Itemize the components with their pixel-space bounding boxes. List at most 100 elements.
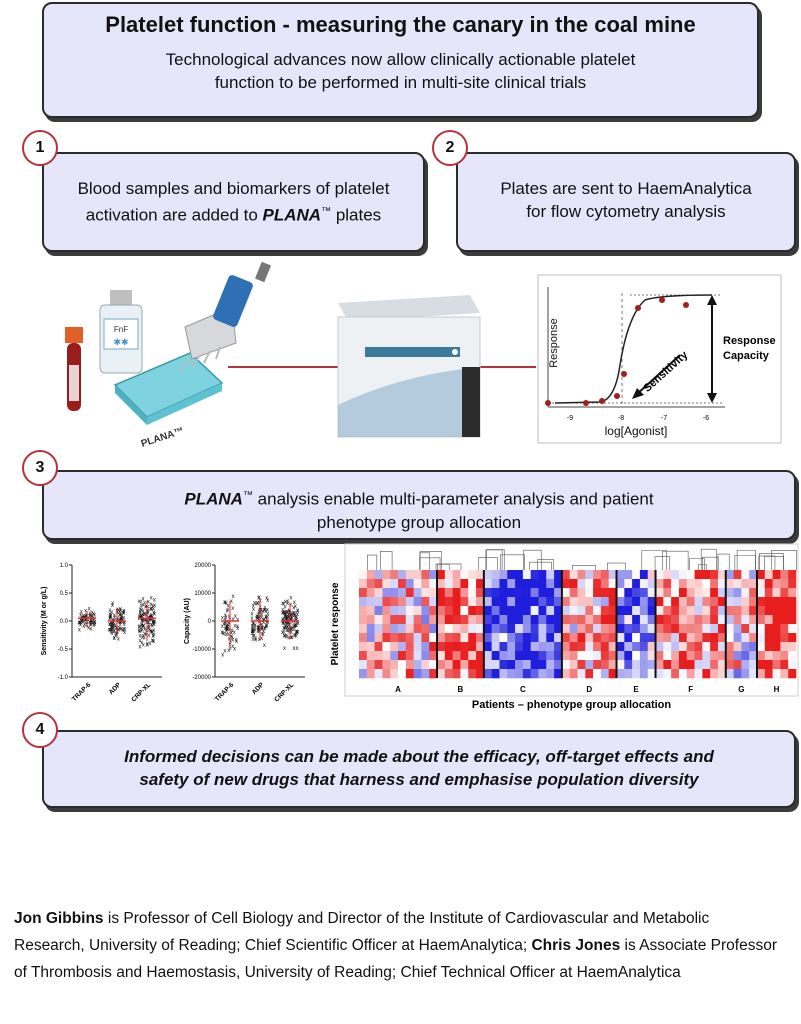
chart2-data-point: x bbox=[251, 625, 254, 631]
chart2-ylabel: Capacity (AU) bbox=[184, 598, 191, 644]
heatmap-cell bbox=[398, 624, 407, 634]
heatmap-cell bbox=[710, 642, 719, 652]
chart1-data-point: x bbox=[111, 624, 114, 630]
heatmap-cell bbox=[608, 633, 617, 643]
heatmap-cell bbox=[491, 597, 500, 607]
chart1-ytick-label: 1.0 bbox=[60, 563, 69, 569]
heatmap-cell bbox=[460, 570, 469, 580]
chart2-data-point: x bbox=[261, 609, 264, 615]
heatmap-cell bbox=[530, 597, 539, 607]
chart2-data-point: x bbox=[290, 616, 293, 622]
chart1-data-point: x bbox=[108, 616, 111, 622]
chart2-data-point: x bbox=[225, 632, 228, 638]
chart2-data-point: x bbox=[294, 623, 297, 629]
heatmap-group-label: E bbox=[633, 685, 639, 694]
heatmap-cell bbox=[538, 615, 547, 625]
heatmap-cell bbox=[476, 615, 485, 625]
heatmap-cell bbox=[780, 588, 789, 598]
chart1-data-point: x bbox=[111, 619, 114, 625]
heatmap-cell bbox=[600, 669, 610, 679]
chart2-data-point: x bbox=[283, 611, 286, 617]
heatmap-cell bbox=[538, 588, 547, 598]
heatmap-cell bbox=[413, 651, 422, 661]
heatmap-cell bbox=[421, 588, 430, 598]
heatmap-cell bbox=[772, 642, 781, 652]
chart2-data-point: x bbox=[255, 615, 258, 621]
chart1-data-point: x bbox=[117, 628, 120, 634]
heatmap-dendrogram-branch bbox=[478, 557, 498, 570]
chart2-data-point: x bbox=[286, 625, 289, 631]
chart1-data-point: x bbox=[138, 599, 141, 605]
heatmap-cell bbox=[616, 588, 625, 598]
author-2-bio: is Associate Professor of Thrombosis and… bbox=[14, 937, 777, 981]
heatmap-cell bbox=[686, 642, 695, 652]
chart2-data-point: x bbox=[257, 627, 260, 633]
chart2-data-point: x bbox=[281, 610, 284, 616]
chart2-data-point: x bbox=[286, 610, 289, 616]
chart2-data-point: x bbox=[251, 628, 254, 634]
heatmap-cell bbox=[405, 597, 414, 607]
heatmap-group-label: H bbox=[774, 685, 780, 694]
chart1-data-point: x bbox=[148, 641, 151, 647]
heatmap-cell bbox=[530, 660, 539, 670]
heatmap-cell bbox=[593, 633, 602, 643]
heatmap-cell bbox=[678, 606, 688, 616]
chart2-data-point: x bbox=[286, 628, 289, 634]
heatmap-cell bbox=[710, 651, 719, 661]
chart1-data-point: x bbox=[114, 633, 117, 639]
heatmap-cell bbox=[608, 669, 617, 679]
heatmap-cell bbox=[647, 588, 656, 598]
subtitle-line-1: Technological advances now allow clinica… bbox=[165, 50, 636, 69]
heatmap-cell bbox=[366, 588, 375, 598]
chart2-data-point: x bbox=[296, 619, 299, 625]
heatmap-cell bbox=[429, 633, 438, 643]
chart2-data-point: x bbox=[287, 622, 290, 628]
chart1-data-point: x bbox=[119, 616, 122, 622]
chart1-data-point: x bbox=[111, 603, 114, 609]
chart2-data-point: x bbox=[263, 617, 266, 623]
capacity-label-1: Response bbox=[723, 335, 776, 347]
heatmap-cell bbox=[756, 570, 766, 580]
chart2-data-point: x bbox=[231, 606, 234, 612]
heatmap-cell bbox=[413, 633, 422, 643]
chart2-data-point: x bbox=[286, 599, 289, 605]
chart1-data-point: x bbox=[142, 642, 145, 648]
chart1-data-point: x bbox=[78, 620, 81, 626]
heatmap-cell bbox=[359, 615, 368, 625]
heatmap-cell bbox=[710, 624, 719, 634]
chart2-data-point: x bbox=[284, 613, 287, 619]
step-3-line-2: phenotype group allocation bbox=[316, 512, 522, 532]
chart2-data-point: x bbox=[224, 613, 227, 619]
heatmap-cell bbox=[788, 633, 797, 643]
heatmap-cell bbox=[694, 579, 703, 589]
heatmap-cell bbox=[366, 642, 375, 652]
chart1-data-point: x bbox=[88, 614, 91, 620]
heatmap-cell bbox=[741, 606, 750, 616]
chart1-data-point: x bbox=[119, 620, 122, 626]
heatmap-cell bbox=[569, 615, 578, 625]
heatmap-dendrogram-branch bbox=[523, 549, 542, 570]
chart1-data-point: x bbox=[84, 613, 87, 619]
chart1-data-point: x bbox=[142, 624, 145, 630]
chart2-data-point: x bbox=[260, 627, 263, 633]
heatmap-cell bbox=[429, 597, 438, 607]
chart2-data-point: x bbox=[227, 621, 230, 627]
chart1-data-point: x bbox=[143, 601, 146, 607]
heatmap-cell bbox=[515, 597, 524, 607]
heatmap-cell bbox=[741, 669, 750, 679]
heatmap-cell bbox=[554, 651, 563, 661]
chart1-data-point: x bbox=[138, 644, 141, 650]
chart1-data-point: x bbox=[89, 626, 92, 632]
heatmap-cell bbox=[569, 624, 578, 634]
heatmap-cell bbox=[585, 642, 594, 652]
heatmap-cell bbox=[444, 669, 453, 679]
chart2-data-point: x bbox=[293, 624, 296, 630]
heatmap-cell bbox=[764, 570, 773, 580]
chart1-data-point: x bbox=[140, 626, 143, 632]
heatmap-cell bbox=[632, 651, 641, 661]
heatmap-cell bbox=[616, 651, 625, 661]
chart1-data-point: x bbox=[120, 617, 123, 623]
heatmap-cell bbox=[374, 615, 383, 625]
heatmap-cell bbox=[429, 570, 438, 580]
heatmap-cell bbox=[686, 606, 695, 616]
